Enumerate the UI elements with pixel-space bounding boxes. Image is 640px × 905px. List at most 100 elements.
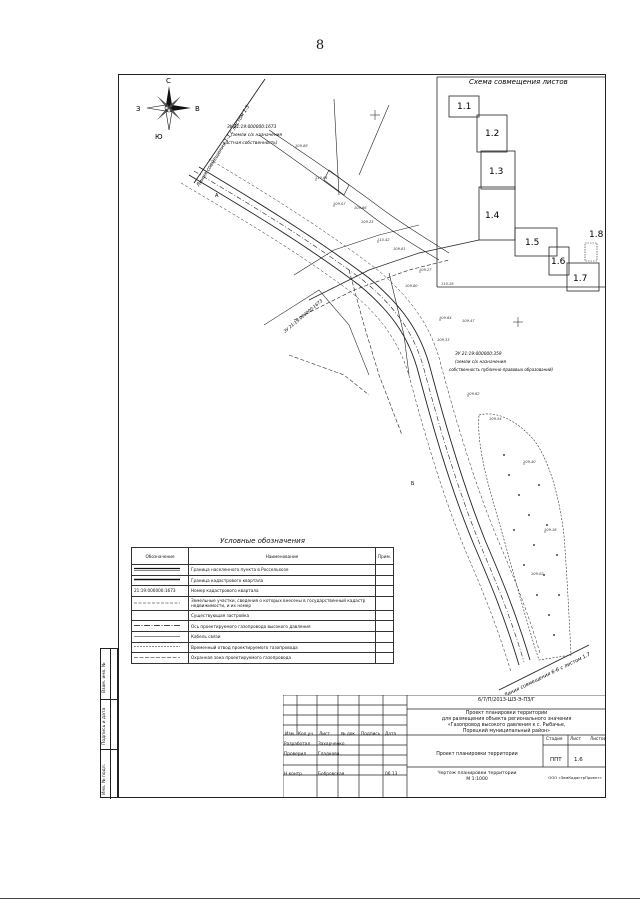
stamp-col-date: Дата xyxy=(385,732,397,737)
legend-row: Земельные участки, сведения о которых вн… xyxy=(131,595,395,611)
page-number: 8 xyxy=(315,38,325,53)
stamp-person-developer: Захарченко xyxy=(318,742,345,747)
legend-row: Граница населенного пункта в Россельхозе xyxy=(131,564,395,576)
legend-row: 21:19:000000:1673 Номер кадастрового ква… xyxy=(131,585,395,597)
svg-text:110.18: 110.18 xyxy=(441,282,454,286)
stamp-drawing-line2: М 1:1000 xyxy=(466,777,488,782)
legend-symbol-protection-zone xyxy=(131,652,189,664)
boundary-line-bottom xyxy=(498,644,590,691)
legend-label: Граница населенного пункта в Россельхозе xyxy=(188,564,376,576)
legend-symbol-pipeline-axis xyxy=(131,620,189,632)
site-plan-map[interactable]: С Ю З В Схема совмещения листов 1.1 1.2 … xyxy=(119,75,605,695)
parcel-b-number: ЗУ 21:19:000000:359 xyxy=(455,351,502,357)
parcel-a-note1: (земли с/х назначения xyxy=(231,132,282,138)
svg-text:109.16: 109.16 xyxy=(544,528,557,532)
legend-header-name: Наименование xyxy=(188,547,376,565)
legend-symbol-settlement-boundary xyxy=(131,564,189,576)
legend-table: Обозначение Наименование Прим. Граница н… xyxy=(131,547,395,664)
stamp-sheet-name: Проект планировки территории xyxy=(436,752,518,757)
side-label-replace: Взам. инв. № xyxy=(102,662,107,693)
stamp-sheet-value: 1.6 xyxy=(574,757,583,763)
legend-label: Земельные участки, сведения о которых вн… xyxy=(188,595,376,611)
svg-text:109.33: 109.33 xyxy=(437,338,450,342)
legend-row: Ось проектируемого газопровода высокого … xyxy=(131,620,395,632)
grid-cross-marks xyxy=(370,110,523,327)
stamp-col-docnum: № док. xyxy=(341,732,357,737)
svg-text:109.27: 109.27 xyxy=(419,268,432,272)
svg-text:109.88: 109.88 xyxy=(295,144,308,148)
stamp-col-sheet: Лист xyxy=(319,732,330,737)
parcel-a-note2: частная собственность) xyxy=(223,140,278,146)
stamp-project-description: Проект планировки территории для размеще… xyxy=(407,711,606,735)
svg-text:109.23: 109.23 xyxy=(361,220,374,224)
overview-sheet-1-8: 1.8 xyxy=(589,230,604,240)
stamp-drawing-line1: Чертеж планировки территории xyxy=(437,771,517,776)
svg-text:109.47: 109.47 xyxy=(462,319,475,323)
stamp-stage-value: ППТ xyxy=(550,757,562,763)
legend-label: Существующая застройка xyxy=(188,609,376,622)
legend-row: Существующая застройка xyxy=(131,609,395,622)
overview-title: Схема совмещения листов xyxy=(469,78,568,86)
boundary-line-top xyxy=(193,78,266,184)
overview-sheet-1-4: 1.4 xyxy=(485,211,500,221)
legend-symbol-cable xyxy=(131,630,189,643)
compass-south: Ю xyxy=(155,133,163,141)
svg-text:109.62: 109.62 xyxy=(467,392,480,396)
overview-sheet-1-1: 1.1 xyxy=(457,102,471,112)
svg-text:109.66: 109.66 xyxy=(354,206,367,210)
stamp-col-change: Изм. xyxy=(285,732,296,737)
compass-north: С xyxy=(166,77,171,85)
compass-rose-icon: С Ю З В xyxy=(136,77,200,141)
title-block xyxy=(283,695,606,798)
parcel-b-note2: собственность публично-правовых образова… xyxy=(449,367,553,372)
legend-label: Временный отвод проектируемого газопрово… xyxy=(188,641,376,654)
parcel-b-note1: (земли с/х назначения xyxy=(455,359,506,365)
legend-header-symbol: Обозначение xyxy=(131,547,189,565)
legend-header-extra: Прим. xyxy=(374,547,395,565)
svg-text:109.07: 109.07 xyxy=(333,202,346,206)
stamp-col-qty: Кол.уч xyxy=(298,732,313,737)
boundary-bottom-label: Линия совмещения 6-6 с листом 1.7 xyxy=(502,651,592,695)
boundary-top-label: Линия совмещения 1-1 с листом 1.5 xyxy=(195,104,251,189)
overview-sheet-1-5: 1.5 xyxy=(525,238,539,248)
stamp-document-number: 6/7/П/2013-ШЗ-Э-ПЗ/Г xyxy=(477,697,536,703)
stamp-head-stage: Стадия xyxy=(546,737,563,742)
legend-symbol-temp-allotment xyxy=(131,641,189,654)
legend-row: Временный отвод проектируемого газопрово… xyxy=(131,641,395,654)
parcel-a-number: ЗУ 21:19:000000:1673 xyxy=(227,124,277,130)
side-label-inventory: Инв. № подл. xyxy=(102,763,107,795)
legend-label: Граница кадастрового квартала xyxy=(188,574,376,587)
page-bottom-rule xyxy=(0,898,640,899)
parcel-c-number: ЗУ 21:19:000000:1673 xyxy=(282,298,324,334)
stamp-project-line2: для размещения объекта регионального зна… xyxy=(441,717,572,722)
stamp-project-line3: «Газопровод высокого давления к с. Рыбач… xyxy=(447,723,566,728)
svg-text:109.40: 109.40 xyxy=(523,460,536,464)
legend-label: Кабель связи xyxy=(188,630,376,643)
side-label-signature: Подпись и дата xyxy=(102,707,107,745)
drawing-frame xyxy=(118,74,606,798)
stamp-role-normcontrol: Н.контр. xyxy=(284,772,304,777)
svg-text:109.81: 109.81 xyxy=(393,247,406,251)
vegetation-area xyxy=(478,413,572,661)
compass-east: В xyxy=(195,105,200,113)
stamp-head-sheet: Лист xyxy=(570,737,581,742)
svg-text:109.02: 109.02 xyxy=(531,572,544,576)
svg-text:110.42: 110.42 xyxy=(377,238,390,242)
legend-symbol-parcels xyxy=(131,595,189,611)
stamp-organization: ООО «ЗемКадастрПроект» xyxy=(548,775,602,780)
stamp-person-checker: Гладкова xyxy=(318,752,340,757)
stamp-date: 06.13 xyxy=(385,772,398,777)
legend-symbol-cadastral-boundary xyxy=(131,574,189,587)
legend-row: Охранная зона проектируемого газопровода xyxy=(131,652,395,664)
legend-row: Кабель связи xyxy=(131,630,395,643)
legend-label: Ось проектируемого газопровода высокого … xyxy=(188,620,376,632)
svg-text:109.54: 109.54 xyxy=(489,417,502,421)
point-b-label: Б xyxy=(411,481,415,487)
side-stamp: Взам. инв. № Подпись и дата Инв. № подл. xyxy=(100,648,119,799)
legend-label: Охранная зона проектируемого газопровода xyxy=(188,652,376,664)
legend: Условные обозначения Обозначение Наимено… xyxy=(131,537,395,664)
compass-west: З xyxy=(136,105,141,113)
gas-pipeline-corridor xyxy=(180,98,541,673)
legend-title: Условные обозначения xyxy=(220,537,305,545)
